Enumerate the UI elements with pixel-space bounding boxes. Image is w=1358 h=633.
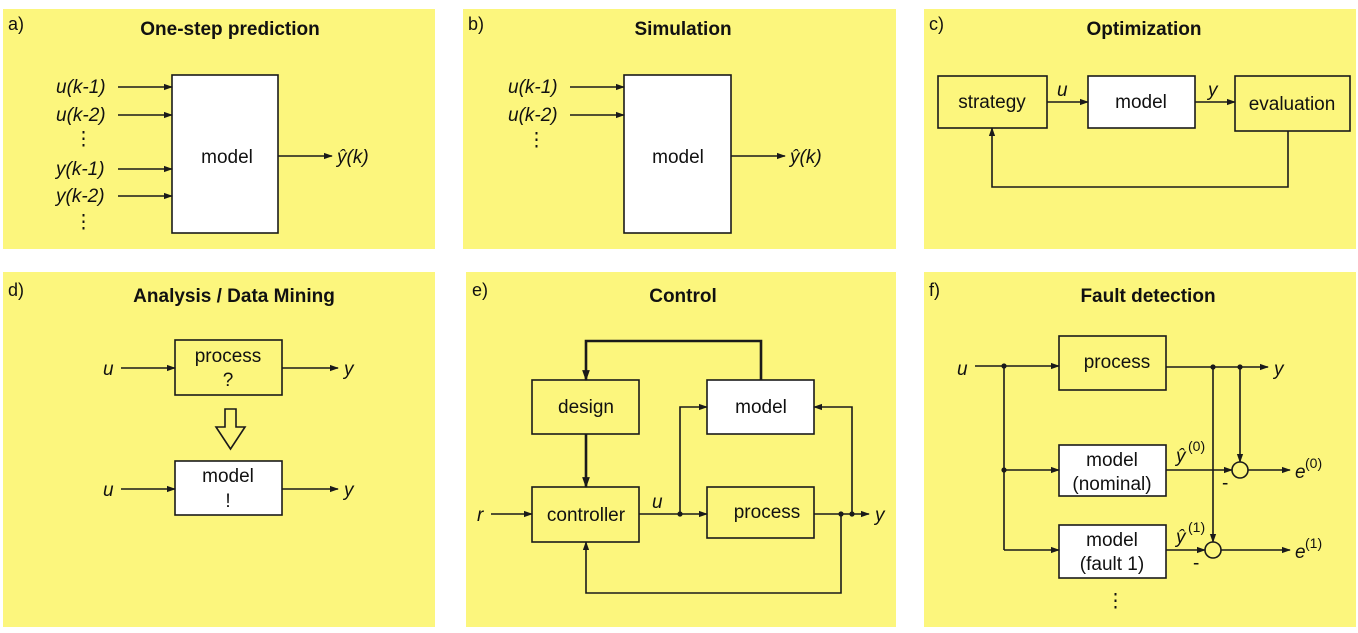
panel-f-process-label: process	[1084, 352, 1151, 373]
panel-f-model-fault-box	[1058, 524, 1167, 579]
panel-d-model-box	[174, 460, 283, 516]
panel-e-label-u: u	[652, 492, 663, 513]
panel-f-model-fault-line2: (fault 1)	[1080, 554, 1144, 575]
panel-e: e) Control design model controller proce…	[466, 272, 896, 627]
panel-e-title: Control	[649, 286, 717, 307]
panel-c-label-u: u	[1057, 80, 1068, 101]
panel-f-yhat1: ŷ	[1174, 527, 1187, 548]
panel-f-sum0-circle	[1231, 461, 1249, 479]
panel-d-tag: d)	[8, 280, 24, 300]
panel-e-process-label: process	[734, 502, 801, 523]
panel-c-evaluation-box	[1234, 75, 1351, 132]
panel-c-evaluation-label: evaluation	[1249, 94, 1336, 115]
panel-e-label-y: y	[873, 505, 886, 526]
panel-b-input-u1: u(k-1)	[508, 77, 558, 98]
panel-f-e0: e	[1295, 462, 1306, 483]
panel-a: a) One-step prediction model u(k-1) u(k-…	[3, 9, 435, 249]
panel-c-title: Optimization	[1086, 19, 1201, 40]
panel-e-label-r: r	[477, 505, 484, 526]
panel-e-controller-label: controller	[547, 505, 626, 526]
panel-a-model-box	[171, 74, 279, 234]
panel-c-label-y: y	[1206, 80, 1219, 101]
panel-b: b) Simulation model u(k-1) u(k-2) ⋮ ŷ(k)	[463, 9, 896, 249]
panel-b-tag: b)	[468, 14, 484, 34]
panel-f-label-y: y	[1272, 359, 1285, 380]
panel-f-process-box	[1058, 335, 1167, 391]
panel-c-strategy-box	[937, 75, 1048, 129]
panel-f-title: Fault detection	[1080, 286, 1215, 307]
panel-f-model-nominal-line1: model	[1086, 450, 1138, 471]
panel-f-yhat0-sup: (0)	[1188, 438, 1205, 454]
panel-f-e1: e	[1295, 542, 1306, 563]
panel-d-u-top: u	[103, 359, 114, 380]
panel-e-model-box	[706, 379, 815, 435]
panel-b-model-box	[623, 74, 732, 234]
panel-c: c) Optimization strategy model evaluatio…	[924, 9, 1356, 249]
panel-a-title: One-step prediction	[140, 19, 319, 40]
panel-b-model-label: model	[652, 147, 704, 168]
panel-c-feedback-arrow	[988, 127, 1289, 188]
panel-c-strategy-label: strategy	[958, 92, 1026, 113]
panel-a-model-label: model	[201, 147, 253, 168]
panel-f-label-u: u	[957, 359, 968, 380]
panel-f-yhat0: ŷ	[1174, 446, 1187, 467]
panel-b-input-u2: u(k-2)	[508, 105, 558, 126]
panel-d-title: Analysis / Data Mining	[133, 286, 335, 307]
panel-e-model-label: model	[735, 397, 787, 418]
panel-f-yhat1-sup: (1)	[1188, 519, 1205, 535]
panel-d-model-line2: !	[225, 491, 230, 512]
panel-a-input-y2: y(k-2)	[54, 186, 105, 207]
panel-f-e1-sup: (1)	[1305, 535, 1322, 551]
panel-d-y-top: y	[342, 359, 355, 380]
panel-e-y-to-model-arrow	[813, 403, 853, 514]
panel-e-y-feedback-arrow	[582, 514, 842, 594]
panel-f-model-fault-line1: model	[1086, 530, 1138, 551]
panel-f: f) Fault detection process model (nomina…	[924, 272, 1356, 627]
panel-c-model-label: model	[1115, 92, 1167, 113]
panel-d: d) Analysis / Data Mining process ? mode…	[3, 272, 435, 627]
panel-f-model-nominal-line2: (nominal)	[1072, 474, 1151, 495]
panel-d-process-line1: process	[195, 346, 262, 367]
panel-d-model-line1: model	[202, 466, 254, 487]
panel-f-tag: f)	[929, 280, 940, 300]
panel-b-title: Simulation	[634, 19, 731, 40]
panel-a-output: ŷ(k)	[335, 147, 369, 168]
panel-f-e0-sup: (0)	[1305, 455, 1322, 471]
panel-f-minus1: -	[1193, 553, 1199, 574]
panel-c-tag: c)	[929, 14, 944, 34]
panel-e-background	[466, 272, 896, 627]
panel-b-output: ŷ(k)	[788, 147, 822, 168]
panel-a-input-u1: u(k-1)	[56, 77, 106, 98]
panel-a-dots-u: ⋮	[74, 129, 93, 150]
panel-f-model-nominal-box	[1058, 444, 1167, 497]
panel-f-sum1-circle	[1204, 541, 1222, 559]
panel-d-down-arrow-icon	[214, 408, 247, 451]
panel-a-input-y1: y(k-1)	[54, 159, 105, 180]
panel-d-background	[3, 272, 435, 627]
panel-f-dots: ⋮	[1106, 591, 1125, 612]
panel-e-tag: e)	[472, 280, 488, 300]
panel-a-dots-y: ⋮	[74, 212, 93, 233]
panel-e-process-box	[706, 486, 815, 539]
panel-e-design-label: design	[558, 397, 614, 418]
panel-d-y-bottom: y	[342, 480, 355, 501]
panel-d-process-line2: ?	[223, 370, 234, 391]
panel-e-u-to-model-arrow	[679, 403, 708, 514]
panel-e-model-to-design-arrow	[582, 339, 763, 382]
panel-f-minus0: -	[1222, 473, 1228, 494]
panel-a-input-u2: u(k-2)	[56, 105, 106, 126]
panel-d-u-bottom: u	[103, 480, 114, 501]
panel-a-tag: a)	[8, 14, 24, 34]
panel-b-dots: ⋮	[527, 130, 546, 151]
